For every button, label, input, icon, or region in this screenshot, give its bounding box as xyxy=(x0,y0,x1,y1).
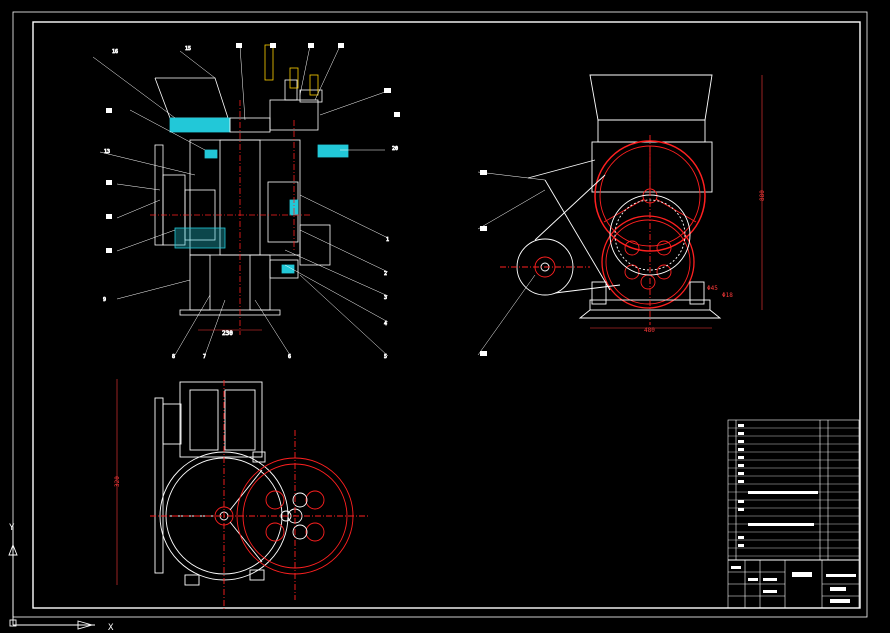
part-label-16: 16 xyxy=(112,49,118,55)
dim-side-small-b: Φ18 xyxy=(722,292,733,299)
part-label-9: 9 xyxy=(103,297,106,303)
top-view: 320 xyxy=(114,379,370,610)
part-label-2: 2 xyxy=(384,271,387,277)
label-boxes-side xyxy=(480,170,487,356)
dim-side-width: 480 xyxy=(644,327,655,334)
part-label-8: 8 xyxy=(172,354,175,360)
part-label-6: 6 xyxy=(288,354,291,360)
title-block-rows xyxy=(728,427,859,557)
dim-side-small-a: Φ45 xyxy=(707,285,718,292)
ucs-axis-icon: Y X xyxy=(8,523,114,633)
part-label-4: 4 xyxy=(384,321,387,327)
part-label-7: 7 xyxy=(203,354,206,360)
side-view: 480 880 Φ45 Φ18 xyxy=(477,74,766,356)
dim-side-height: 880 xyxy=(759,190,766,201)
title-block-text-marks xyxy=(731,424,856,603)
part-label-3: 3 xyxy=(384,295,387,301)
part-label-5: 5 xyxy=(384,354,387,360)
axis-y-label: Y xyxy=(9,523,15,533)
label-boxes-front xyxy=(106,43,400,253)
axis-x-label: X xyxy=(108,623,114,633)
part-label-13: 13 xyxy=(104,149,110,155)
title-block xyxy=(727,419,860,609)
part-label-15: 15 xyxy=(185,46,191,52)
dim-top-height: 320 xyxy=(114,476,121,487)
dim-front-width: 230 xyxy=(222,330,233,337)
front-section-view: 16 15 13 20 9 8 7 6 1 2 3 4 5 230 xyxy=(92,43,400,360)
section-hatch-top xyxy=(169,117,231,133)
drawing-frame xyxy=(12,11,868,618)
part-label-20: 20 xyxy=(392,146,398,152)
part-label-1: 1 xyxy=(386,237,389,243)
